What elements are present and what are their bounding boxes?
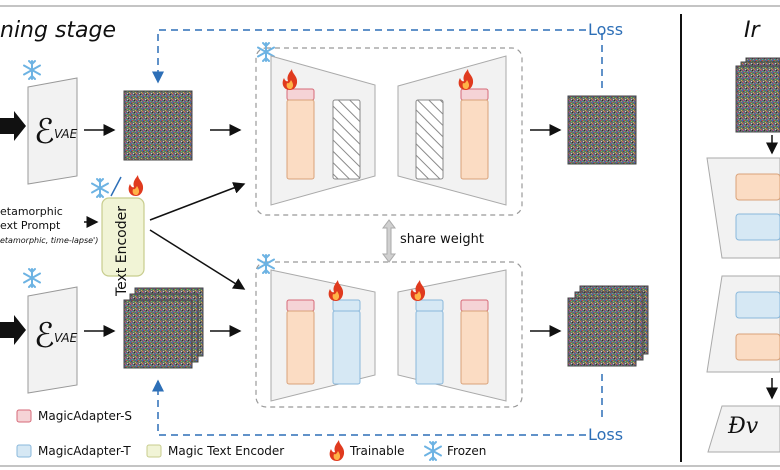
magicadapter-t-block	[332, 299, 361, 312]
text-encoder-label: Text Encoder	[114, 206, 130, 297]
latent-frame-1	[123, 299, 193, 369]
unet-temporal-block	[332, 310, 361, 385]
vae-encoder-bottom	[27, 286, 78, 394]
vae-decoder-symbol: Đv	[728, 414, 759, 439]
vae-encoder-top	[27, 77, 78, 185]
unet-spatial-block	[460, 310, 489, 385]
inference-temporal-block	[735, 291, 780, 319]
inference-vae-decoder	[707, 405, 780, 453]
vae-label-bottom: VAE	[54, 331, 78, 345]
vae-symbol-bottom: ℰ	[34, 316, 55, 356]
training-stage-title: ning stage	[0, 18, 117, 43]
unet-decoder-bottom	[397, 269, 507, 402]
unet-spatial-block	[286, 99, 315, 180]
latent-noise-top	[123, 90, 193, 161]
vae-symbol-top: ℰ	[34, 112, 55, 152]
unet-temporal-block-removed	[415, 99, 444, 180]
snowflake-icon	[91, 178, 109, 198]
unet-temporal-block-removed	[332, 99, 361, 180]
legend-swatch-text-encoder	[146, 444, 162, 458]
magicadapter-s-block	[460, 299, 489, 312]
fire-icon	[329, 440, 345, 461]
inference-noise-1	[735, 65, 780, 133]
arrow-encoder-to-unet-bottom	[149, 229, 246, 290]
prompt-line-2: ext Prompt	[0, 219, 61, 232]
loss-label-top: Loss	[588, 20, 624, 39]
snowflake-icon	[23, 60, 41, 80]
share-weight-arrow	[382, 219, 396, 263]
inference-temporal-block	[735, 213, 780, 241]
unet-temporal-block	[415, 310, 444, 385]
slash-divider	[110, 176, 122, 197]
input-arrow-top	[0, 111, 26, 141]
snowflake-icon	[23, 268, 41, 288]
legend-swatch-magicadapter-s	[16, 409, 32, 423]
unet-spatial-block	[460, 99, 489, 180]
inference-unet-encoder	[706, 157, 780, 259]
unet-spatial-block	[286, 310, 315, 385]
loss-label-bottom: Loss	[588, 425, 624, 444]
vae-label-top: VAE	[54, 127, 78, 141]
unet-panel-bottom	[255, 261, 523, 408]
legend-label-text-encoder: Magic Text Encoder	[168, 444, 285, 458]
share-weight-label: share weight	[400, 232, 484, 247]
unet-panel-top	[255, 47, 523, 216]
loss-feedback-top	[152, 29, 586, 84]
unet-decoder-top	[397, 55, 507, 206]
magicadapter-t-block	[415, 299, 444, 312]
prompt-line-1: etamorphic	[0, 205, 63, 218]
inference-stage-title: Ir	[744, 18, 760, 43]
inference-spatial-block	[735, 333, 780, 361]
magicadapter-s-block	[286, 299, 315, 312]
inference-spatial-block	[735, 173, 780, 201]
magicadapter-s-block	[286, 88, 315, 101]
output-frame-1	[567, 297, 637, 367]
magicadapter-s-block	[460, 88, 489, 101]
snowflake-icon	[424, 441, 442, 461]
legend-swatch-magicadapter-t	[16, 444, 32, 458]
text-encoder-box	[101, 197, 145, 277]
fire-icon	[128, 175, 144, 196]
legend-label-trainable: Trainable	[350, 444, 405, 458]
legend-label-frozen: Frozen	[447, 444, 487, 458]
arrow-encoder-to-unet-top	[149, 182, 246, 221]
legend-label-magicadapter-s: MagicAdapter-S	[38, 409, 133, 423]
input-arrow-bottom	[0, 315, 26, 345]
output-noise-top	[567, 95, 637, 165]
prompt-keywords: etamorphic, time-lapse')	[0, 236, 99, 245]
legend-label-magicadapter-t: MagicAdapter-T	[38, 444, 131, 458]
